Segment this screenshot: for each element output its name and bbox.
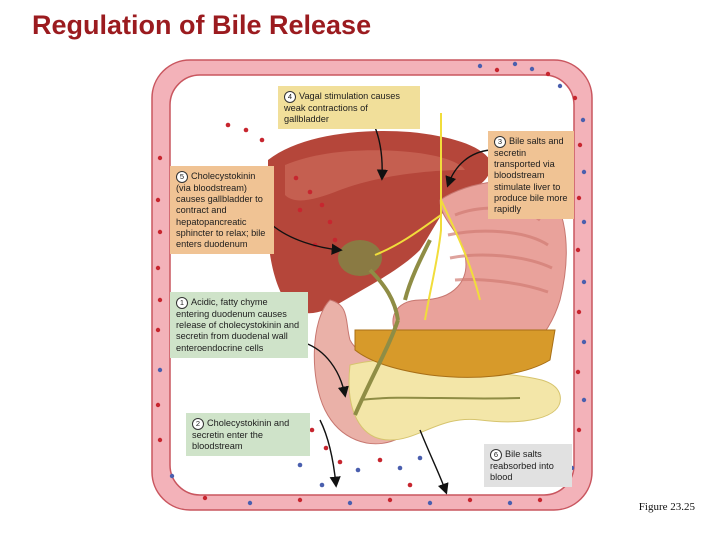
- arrow-step-6: [419, 429, 449, 495]
- step-4-number: 4: [284, 91, 296, 103]
- vessel-blood-cells: [155, 61, 587, 506]
- vagus-nerve: [374, 113, 481, 321]
- step-1-number: 1: [176, 297, 188, 309]
- liver-highlight: [285, 150, 465, 201]
- step-1-text: Acidic, fatty chyme entering duodenum ca…: [176, 297, 300, 353]
- arrow-step-2: [319, 419, 341, 488]
- step-2-number: 2: [192, 418, 204, 430]
- figure-caption: Figure 23.25: [638, 501, 695, 513]
- bile-duct: [353, 239, 432, 416]
- free-blood-cells: [225, 122, 423, 488]
- step-3-number: 3: [494, 136, 506, 148]
- bile-pool: [354, 329, 556, 378]
- gallbladder: [338, 240, 382, 276]
- arrow-step-1: [304, 342, 349, 398]
- step-5-text: Cholecystokinin (via bloodstream) causes…: [176, 171, 266, 250]
- step-3-text: Bile salts and secretin transported via …: [494, 136, 568, 215]
- pancreatic-duct: [359, 396, 521, 401]
- slide-title: Regulation of Bile Release: [32, 10, 372, 40]
- arrow-step-3: [445, 149, 491, 188]
- step-5-number: 5: [176, 171, 188, 183]
- arrow-step-5: [271, 224, 343, 255]
- step-4-text: Vagal stimulation causes weak contractio…: [284, 91, 400, 125]
- step-2-text: Cholecystokinin and secretin enter the b…: [192, 418, 290, 452]
- step-6-number: 6: [490, 449, 502, 461]
- step-6-text: Bile salts reabsorbed into blood: [490, 449, 554, 483]
